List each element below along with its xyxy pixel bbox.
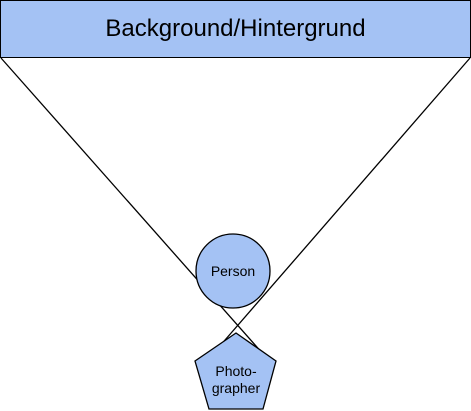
photographer-label-line1: Photo-: [215, 362, 257, 379]
background-bar: Background/Hintergrund: [0, 0, 471, 58]
person-node: Person: [195, 233, 271, 309]
photographer-node: Photo- grapher: [194, 350, 278, 410]
person-circle: [195, 233, 271, 309]
person-label: Person: [210, 263, 256, 279]
photographer-pentagon: [194, 332, 277, 410]
view-line-left: [0, 57, 265, 356]
background-bar-label: Background/Hintergrund: [105, 15, 366, 42]
background-bar-rect: [0, 0, 471, 58]
view-line-right: [211, 57, 471, 356]
photographer-label-line2: grapher: [211, 380, 261, 396]
